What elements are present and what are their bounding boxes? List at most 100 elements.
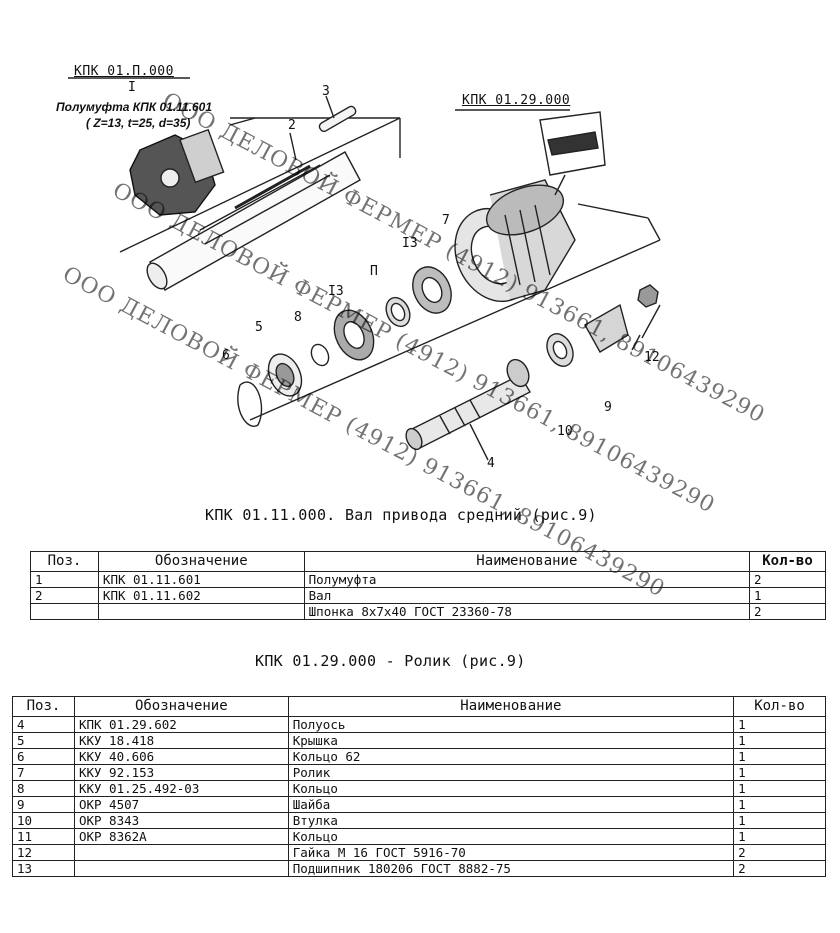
cell-pos: 4: [12, 716, 75, 733]
cell-designation: ККУ 40.606: [73, 748, 289, 765]
coupling-part: [129, 128, 225, 216]
col-header-pos: Поз.: [12, 696, 75, 717]
shaft-part: [146, 151, 361, 291]
assembly-roman-1: I: [128, 80, 136, 95]
cell-pos: 9: [12, 796, 75, 813]
ring-8-part: [310, 343, 330, 367]
cell-qty: 1: [733, 732, 826, 749]
cell-qty: 1: [749, 587, 826, 604]
table1-caption: КПК 01.11.000. Вал привода средний (рис.…: [205, 506, 597, 524]
callout-8: 8: [294, 310, 302, 325]
cell-name: Гайка М 16 ГОСТ 5916-70: [287, 844, 735, 861]
cell-pos: 5: [12, 732, 75, 749]
cell-designation: ККУ 92.153: [73, 764, 289, 781]
cell-designation: КПК 01.11.601: [97, 571, 305, 588]
cell-name: Подшипник 180206 ГОСТ 8882-75: [287, 860, 735, 877]
cell-pos: 6: [12, 748, 75, 765]
ring-11: [385, 296, 411, 328]
table-row: Шпонка 8х7х40 ГОСТ 23360-78 2: [30, 603, 826, 620]
bushing-10-part: [506, 358, 530, 388]
cell-pos: 10: [12, 812, 75, 829]
coupling-note: Полумуфта КПК 01.11.601: [56, 100, 212, 114]
callout-4: 4: [487, 456, 495, 471]
cell-qty: 2: [749, 571, 826, 588]
col-header-designation: Обозначение: [73, 696, 289, 717]
axle-shaft-part: [405, 374, 531, 451]
col-header-qty: Кол-во: [733, 696, 826, 717]
roller-part: [454, 179, 576, 303]
cell-qty: 1: [733, 764, 826, 781]
cell-designation: ККУ 01.25.492-03: [73, 780, 289, 797]
snap-ring-6-part: [237, 381, 263, 427]
cell-designation: КПК 01.11.602: [97, 587, 305, 604]
callout-11: П: [370, 264, 378, 279]
cell-pos: 11: [12, 828, 75, 845]
callout-9: 9: [604, 400, 612, 415]
cell-qty: 1: [733, 812, 826, 829]
coupling-params: ( Z=13, t=25, d=35): [86, 116, 191, 130]
table-row: 2 КПК 01.11.602 Вал 1: [30, 587, 826, 604]
callout-10: 10: [557, 424, 573, 439]
cell-name: Кольцо: [287, 828, 735, 845]
callout-13a: I3: [402, 236, 418, 251]
cell-pos: 12: [12, 844, 75, 861]
cell-designation: [73, 844, 289, 861]
nut-12-part: [584, 284, 659, 353]
col-header-name: Наименование: [287, 696, 735, 717]
cell-qty: 1: [733, 796, 826, 813]
cell-qty: 1: [733, 748, 826, 765]
cell-qty: 1: [733, 716, 826, 733]
cell-qty: 1: [733, 780, 826, 797]
cell-designation: [97, 603, 305, 620]
col-header-qty: Кол-во: [749, 551, 826, 572]
cell-pos: 2: [30, 587, 99, 604]
cell-pos: 1: [30, 571, 99, 588]
table-row: 1 КПК 01.11.601 Полумуфта 2: [30, 571, 826, 588]
cell-pos: [30, 603, 99, 620]
cell-pos: 7: [12, 764, 75, 781]
cell-qty: 2: [733, 844, 826, 861]
cell-designation: [73, 860, 289, 877]
callout-13b: I3: [328, 284, 344, 299]
callout-5: 5: [255, 320, 263, 335]
cell-name: Ролик: [287, 764, 735, 781]
cell-name: Шпонка 8х7х40 ГОСТ 23360-78: [303, 603, 751, 620]
cell-name: Крышка: [287, 732, 735, 749]
assembly-code-1: КПК 01.П.000: [74, 64, 174, 79]
spec-table-1: Поз. Обозначение Наименование Кол-во 1 К…: [30, 551, 826, 620]
cell-designation: ОКР 4507: [73, 796, 289, 813]
exploded-view-svg: [68, 77, 661, 461]
washer-9-part: [546, 333, 574, 367]
table-header-row: Поз. Обозначение Наименование Кол-во: [12, 696, 826, 717]
cell-name: Втулка: [287, 812, 735, 829]
bearing-13-lower: [333, 309, 375, 361]
table2-caption: КПК 01.29.000 - Ролик (рис.9): [255, 652, 526, 670]
cell-designation: КПК 01.29.602: [73, 716, 289, 733]
table-header-row: Поз. Обозначение Наименование Кол-во: [30, 551, 826, 572]
key-part: [318, 105, 357, 133]
callout-6: 6: [222, 348, 230, 363]
cell-pos: 13: [12, 860, 75, 877]
detail-inset: [455, 109, 606, 196]
cell-name: Кольцо: [287, 780, 735, 797]
cell-qty: 1: [733, 828, 826, 845]
cell-name: Полуось: [287, 716, 735, 733]
col-header-designation: Обозначение: [97, 551, 305, 572]
callout-12: 12: [644, 350, 660, 365]
cell-designation: ОКР 8362А: [73, 828, 289, 845]
cell-qty: 2: [749, 603, 826, 620]
assembly-code-2: КПК 01.29.000: [462, 93, 571, 108]
callout-2: 2: [288, 118, 296, 133]
cover-5-part: [267, 353, 303, 397]
cell-name: Кольцо 62: [287, 748, 735, 765]
